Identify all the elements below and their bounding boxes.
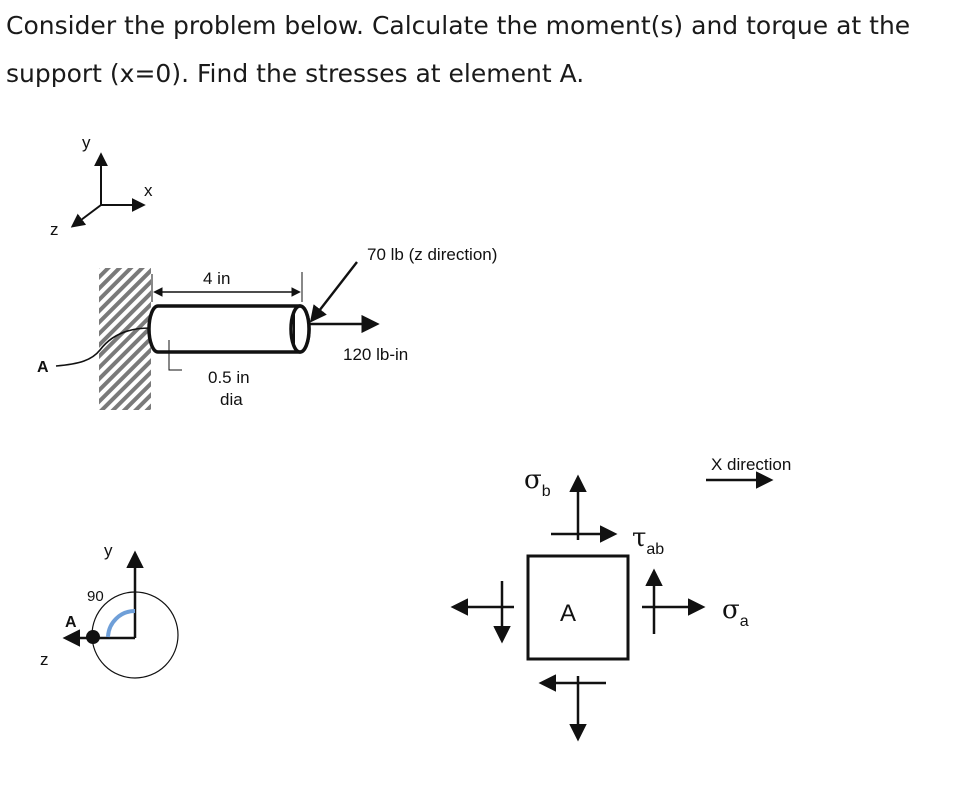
diameter-label-line2: dia <box>220 390 243 409</box>
z-axis-label: z <box>50 220 59 239</box>
coordinate-axes: y x z <box>50 133 153 239</box>
question-text: Consider the problem below. Calculate th… <box>6 11 911 88</box>
x-direction-label: X direction <box>711 455 791 474</box>
cross-section: y z 90 A <box>40 541 179 679</box>
element-square <box>526 554 630 661</box>
force-label: 70 lb (z direction) <box>367 245 497 264</box>
angle-arc <box>106 609 136 638</box>
cross-y-label: y <box>104 541 113 560</box>
length-label: 4 in <box>203 269 230 288</box>
angle-label: 90 <box>87 588 104 605</box>
point-a-leader <box>55 327 151 367</box>
fixed-support-wall <box>99 268 151 410</box>
diameter-label-line1: 0.5 in <box>208 368 250 387</box>
torque-label: 120 lb-in <box>343 345 408 364</box>
z-axis-arrow <box>70 204 102 228</box>
stress-element: A σb τab σa <box>450 465 749 742</box>
tau-ab-label: τab <box>632 523 664 558</box>
element-label: A <box>560 600 576 627</box>
y-axis-label: y <box>82 133 91 152</box>
force-arrow <box>309 261 358 323</box>
point-a-dot <box>86 630 100 644</box>
length-dimension: 4 in <box>151 269 303 302</box>
sigma-a-label: σa <box>722 595 749 630</box>
diameter-leader <box>168 340 182 371</box>
cross-z-label: z <box>40 650 49 669</box>
sigma-b-label: σb <box>524 465 551 500</box>
cross-point-a-label: A <box>65 614 77 631</box>
x-axis-label: x <box>144 181 153 200</box>
shaft-cylinder <box>147 304 311 354</box>
point-a-label: A <box>37 359 49 376</box>
